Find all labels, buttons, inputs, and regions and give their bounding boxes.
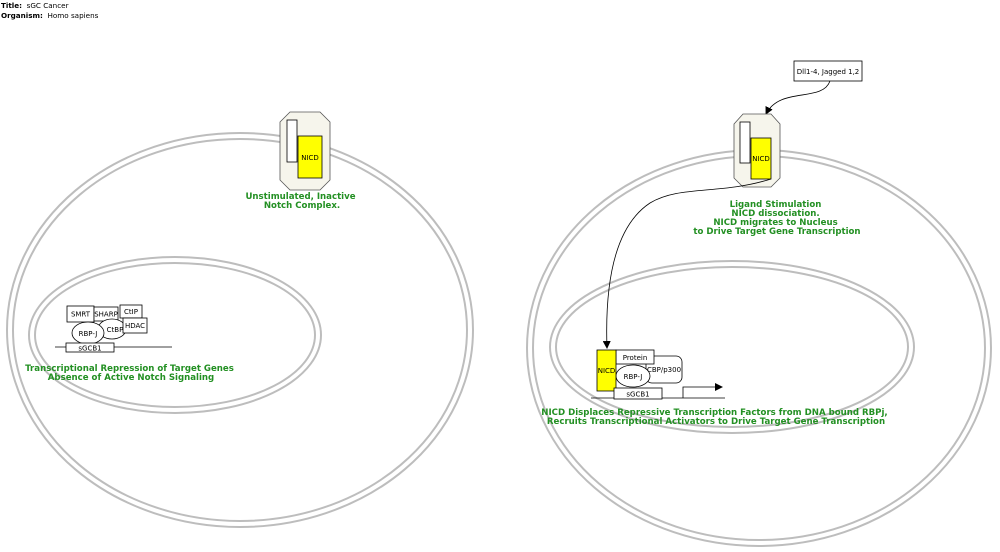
pathway-header: Title: sGC Cancer Organism: Homo sapiens [1, 1, 98, 21]
right-receptor-caption: Ligand Stimulation NICD dissociation. NI… [693, 200, 860, 237]
ctip-label: CtIP [124, 308, 138, 316]
left-nucleus-outer [28, 256, 322, 414]
right-notch-extracellular-domain [739, 121, 751, 164]
left-gene-label: sGCB1 [78, 345, 101, 353]
right-nicd-nuclear-box [596, 349, 617, 392]
right-rbpj-label: RBP-J [624, 373, 643, 381]
right-nucleus-caption-line-2: Recruits Transcriptional Activators to D… [547, 417, 885, 427]
transcription-start-arrow [682, 383, 723, 398]
hdac-box [122, 317, 148, 334]
left-nucleus-caption-line-2: Absence of Active Notch Signaling [48, 373, 214, 383]
left-cell-membrane-outer [6, 132, 474, 528]
right-gene-box [613, 387, 663, 400]
right-nucleus-inner [555, 266, 909, 428]
sharp-label: SHARP [94, 311, 118, 319]
organism-value: Homo sapiens [47, 11, 99, 20]
title-row: Title: sGC Cancer [1, 1, 98, 11]
ligand-node: Dll1-4, Jagged 1,2 [793, 60, 863, 82]
right-nucleus-caption: NICD Displaces Repressive Transcription … [541, 408, 890, 427]
right-nucleus-outer [549, 260, 915, 434]
protein-label: Protein [623, 354, 648, 362]
left-nucleus-caption: Transcriptional Repression of Target Gen… [25, 364, 237, 383]
left-receptor-caption: Unstimulated, Inactive Notch Complex. [245, 192, 358, 211]
organism-label: Organism: [1, 11, 43, 20]
left-receptor-caption-line-1: Unstimulated, Inactive [245, 192, 355, 202]
hdac-label: HDAC [125, 322, 145, 330]
left-notch-extracellular-domain [286, 119, 298, 163]
ligand-box [793, 60, 863, 82]
left-cell [6, 132, 474, 528]
title-label: Title: [1, 1, 23, 10]
right-nucleus-caption-line-1: NICD Displaces Repressive Transcription … [541, 408, 887, 418]
left-receptor-caption-line-2: Notch Complex. [264, 201, 340, 211]
left-gene-box [65, 342, 115, 353]
left-nucleus-caption-line-1: Transcriptional Repression of Target Gen… [25, 364, 234, 374]
ligand-binding-arrow [765, 80, 831, 115]
right-receptor-caption-line-3: NICD migrates to Nucleus [713, 218, 837, 228]
right-gene-label: sGCB1 [626, 391, 649, 399]
right-activator-complex: CBP/p300 Protein RBP-J NICD sGCB1 [591, 349, 725, 400]
cbp-p300-label: CBP/p300 [647, 366, 681, 374]
right-receptor-caption-line-4: to Drive Target Gene Transcription [693, 227, 860, 237]
right-nicd-label: NICD [752, 155, 770, 163]
left-nicd-box [297, 135, 323, 179]
title-value: sGC Cancer [26, 1, 69, 10]
left-nicd-label: NICD [301, 154, 319, 162]
right-nicd-box [750, 137, 772, 180]
organism-row: Organism: Homo sapiens [1, 11, 98, 21]
left-cell-membrane-inner [12, 138, 468, 522]
right-receptor-caption-line-2: NICD dissociation. [731, 209, 819, 219]
left-notch-receptor: NICD [279, 111, 331, 191]
ctbp-label: CtBP [107, 326, 124, 334]
right-notch-receptor: NICD [733, 113, 781, 188]
smrt-label: SMRT [71, 311, 91, 319]
left-nucleus-inner [34, 262, 316, 408]
ligand-label: Dll1-4, Jagged 1,2 [797, 68, 860, 76]
nicd-translocation-arrow [602, 178, 772, 349]
right-nicd-nuclear-label: NICD [598, 367, 616, 375]
left-repressor-complex: SMRT SHARP CtIP CtBP HDAC RBP-J sGCB1 [55, 304, 172, 353]
left-rbpj-label: RBP-J [79, 330, 98, 338]
right-receptor-caption-line-1: Ligand Stimulation [730, 200, 822, 210]
